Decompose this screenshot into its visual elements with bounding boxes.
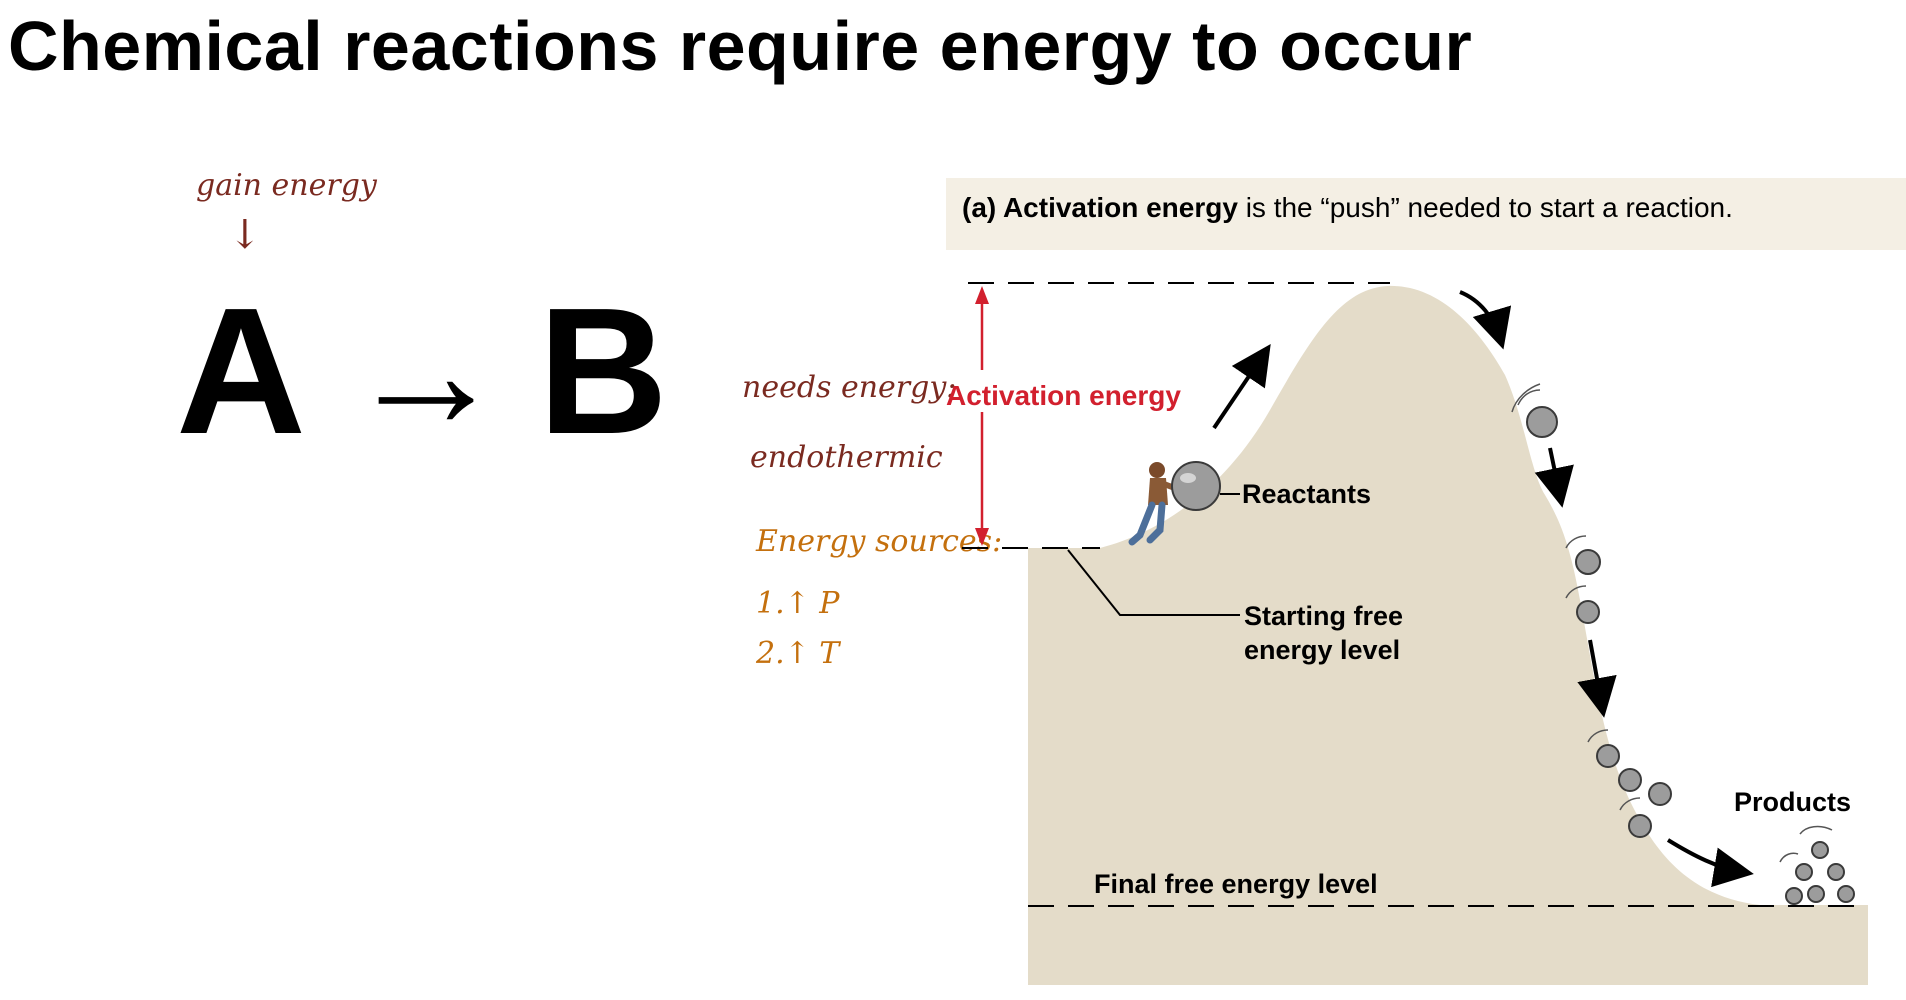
endothermic-note: endothermic xyxy=(750,440,943,475)
energy-hill xyxy=(1028,285,1868,986)
product-motion-lines xyxy=(1779,825,1833,863)
figure-caption-bold: (a) Activation energy xyxy=(962,192,1238,223)
products-label: Products xyxy=(1734,787,1852,817)
figure-caption: (a) Activation energy is the “push” need… xyxy=(962,192,1733,224)
starting-level-label: Starting free energy level xyxy=(1244,600,1403,668)
downhill-arrow-4-icon xyxy=(1666,838,1754,888)
downhill-arrow-2-icon xyxy=(1534,447,1574,508)
energy-sources-note: Energy sources: xyxy=(756,524,1003,559)
starting-level-leader-line xyxy=(1067,549,1240,616)
activation-energy-label: Activation energy xyxy=(946,380,1181,411)
slide-title: Chemical reactions require energy to occ… xyxy=(8,7,1473,85)
uphill-arrow-icon xyxy=(1212,344,1271,430)
starting-level-label-line2: energy level xyxy=(1244,634,1401,665)
reaction-arrow-icon: → xyxy=(346,282,506,461)
figure-caption-rest: is the “push” needed to start a reaction… xyxy=(1237,192,1733,223)
downhill-arrow-3-icon xyxy=(1577,639,1617,718)
gain-energy-note: gain energy xyxy=(196,168,377,203)
starting-level-label-line1: Starting free xyxy=(1244,601,1404,631)
reactant-boulder xyxy=(1171,461,1221,511)
reactant-a: A xyxy=(176,271,306,472)
product-b: B xyxy=(538,271,668,472)
motion-lines xyxy=(1511,383,1641,811)
final-level-label: Final free energy level xyxy=(1094,869,1378,899)
product-balls xyxy=(1785,841,1855,905)
figure-caption-band xyxy=(946,178,1906,250)
person-pushing-icon xyxy=(1128,462,1183,546)
downhill-arrow-1-icon xyxy=(1459,290,1512,350)
reactants-label: Reactants xyxy=(1242,479,1372,509)
activation-energy-arrow-icon xyxy=(975,286,989,546)
needs-energy-note: needs energy: xyxy=(742,370,957,405)
down-arrow-icon: ↓ xyxy=(228,212,262,258)
source-temperature-note: 2.↑ T xyxy=(756,636,840,671)
source-pressure-note: 1.↑ P xyxy=(756,586,840,621)
rolling-balls xyxy=(1526,406,1672,838)
